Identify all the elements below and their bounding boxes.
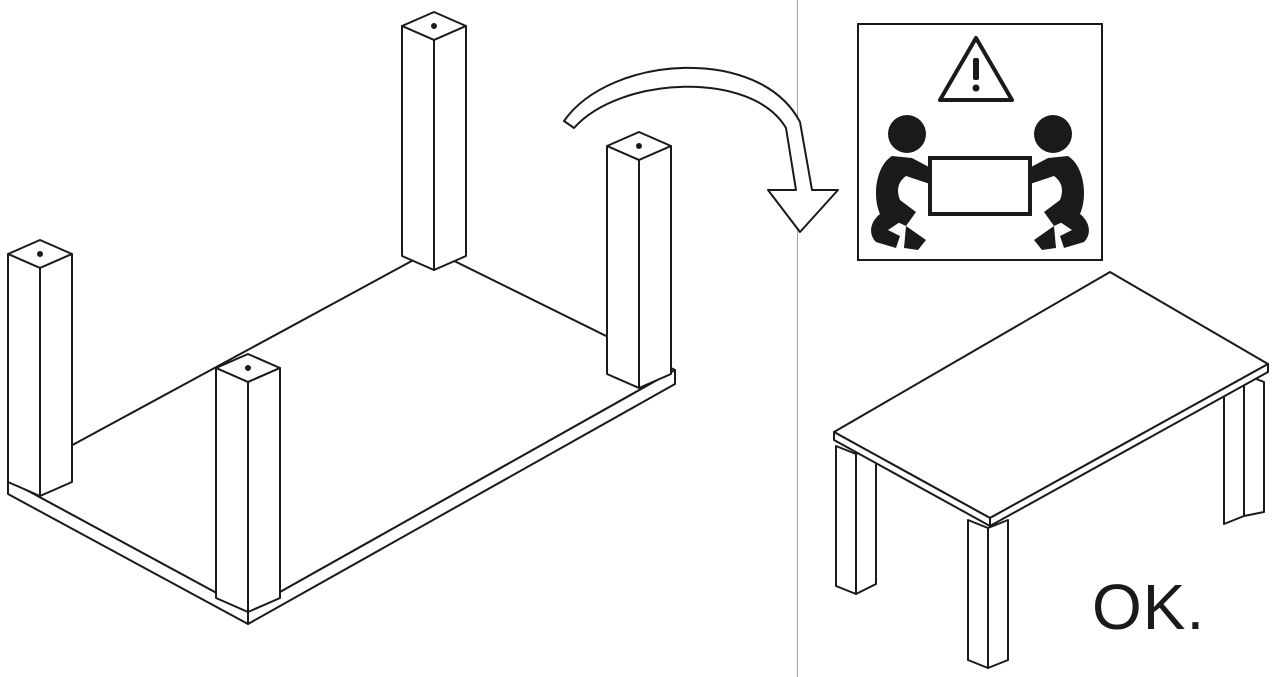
table-leg-front-left bbox=[835, 445, 877, 595]
table-leg-front bbox=[215, 353, 281, 613]
warning-panel bbox=[857, 23, 1103, 261]
table-leg-right bbox=[606, 131, 672, 389]
panel-divider bbox=[797, 0, 798, 677]
two-person-lift-icon bbox=[871, 115, 1089, 250]
table-leg-back bbox=[401, 11, 467, 271]
upside-down-table bbox=[7, 11, 676, 625]
table-leg-left bbox=[7, 239, 73, 497]
tabletop-edge-right bbox=[247, 369, 676, 625]
upright-table bbox=[833, 271, 1269, 669]
tabletop-edge-right bbox=[989, 363, 1269, 527]
curved-arrow-icon bbox=[563, 66, 839, 233]
table-leg-front-corner bbox=[967, 519, 1009, 669]
table-leg-back-right bbox=[1223, 373, 1265, 525]
lifted-board bbox=[928, 156, 1032, 216]
tabletop-surface bbox=[833, 271, 1269, 519]
result-ok-label: OK. bbox=[1092, 571, 1206, 643]
warning-triangle-icon bbox=[938, 36, 1014, 102]
